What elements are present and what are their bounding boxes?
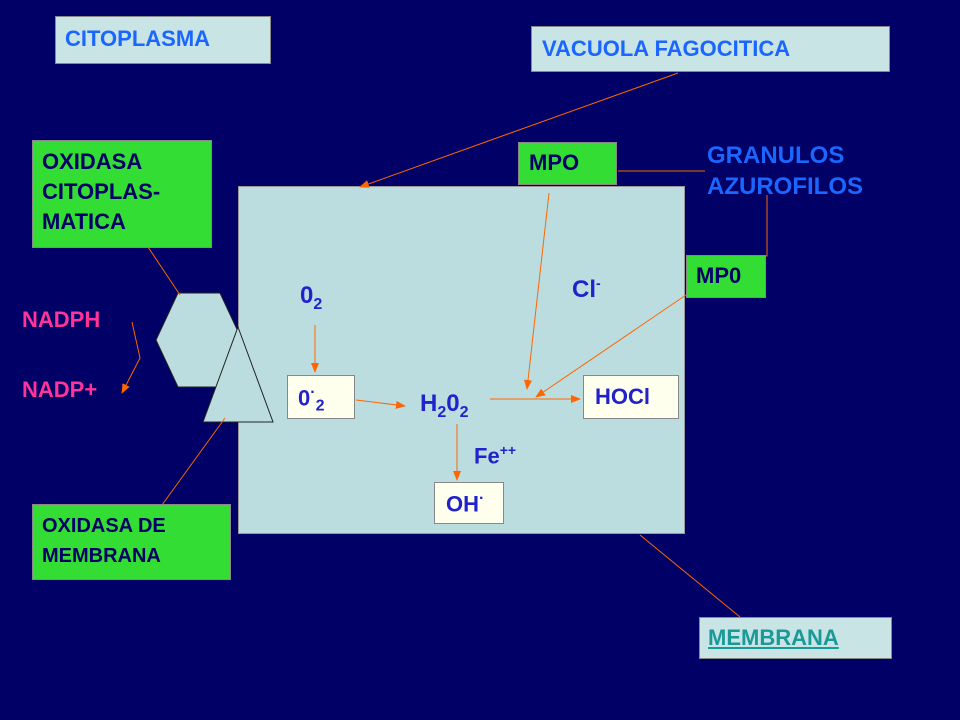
chloride-base: Cl [572,276,596,303]
granulos-line-1: GRANULOS [707,142,845,169]
hocl-box: HOCl [583,375,679,419]
mpo-top-label: MPO [518,142,617,185]
oxidasa-memb-line [161,417,226,506]
peroxide-o: 0 [446,390,460,417]
nadph-label: NADPH [22,307,101,332]
granulos-mp0-line [760,195,768,257]
peroxide-sub-2: 2 [459,403,469,421]
oxidasa-memb-line-2: MEMBRANA [42,545,161,567]
oxidasa-cito-line-1: OXIDASA [42,149,143,174]
superoxide-base: 0 [298,385,311,411]
nadp-label: NADP+ [22,377,98,402]
oxidasa-membrana-label: OXIDASA DE MEMBRANA [32,504,231,580]
oxidasa-cito-line-2: CITOPLAS- [42,179,161,204]
chloride-label: Cl- [572,275,601,304]
superoxide-sub: 2 [315,397,325,415]
superoxide-arrow [355,399,406,409]
hydroxyl-box: OH· [434,482,504,524]
vacuole-box [238,186,685,534]
iron-label: Fe++ [474,442,516,469]
hydroxyl-base: OH [446,491,479,517]
iron-base: Fe [474,443,500,469]
granulos-line-2: AZUROFILOS [707,173,863,200]
mpo-arrow [524,192,550,390]
superoxide-box: 0·2 [287,375,355,419]
peroxide-h: H [420,390,438,417]
oxygen-sub: 2 [313,295,323,313]
oxidasa-citoplasmatica-label: OXIDASA CITOPLAS- MATICA [32,140,212,248]
hydroxyl-sup: · [479,490,485,507]
vacuola-label: VACUOLA FAGOCITICA [531,26,890,72]
superoxide-sup: · [310,384,316,401]
peroxide-sub-1: 2 [437,403,447,421]
nadph-bracket [121,321,141,394]
oxidasa-memb-line-1: OXIDASA DE [42,515,166,537]
vacuola-arrow [359,72,679,188]
oxygen-base: 0 [300,282,314,309]
oxidasa-cito-line-3: MATICA [42,209,126,234]
iron-sup: ++ [499,442,517,458]
oxygen-label: 02 [300,282,322,314]
membrana-line [639,534,741,618]
mpo-right-label: MP0 [686,255,766,298]
triangle-shape [202,325,274,423]
granulos-azurofilos-label: GRANULOS AZUROFILOS [707,140,863,202]
membrana-label: MEMBRANA [699,617,892,659]
chloride-sup: - [596,275,601,291]
peroxide-label: H202 [420,390,469,422]
citoplasma-label: CITOPLASMA [55,16,271,64]
mp0-arrow [535,294,687,398]
oxidasa-cito-line [147,246,181,296]
